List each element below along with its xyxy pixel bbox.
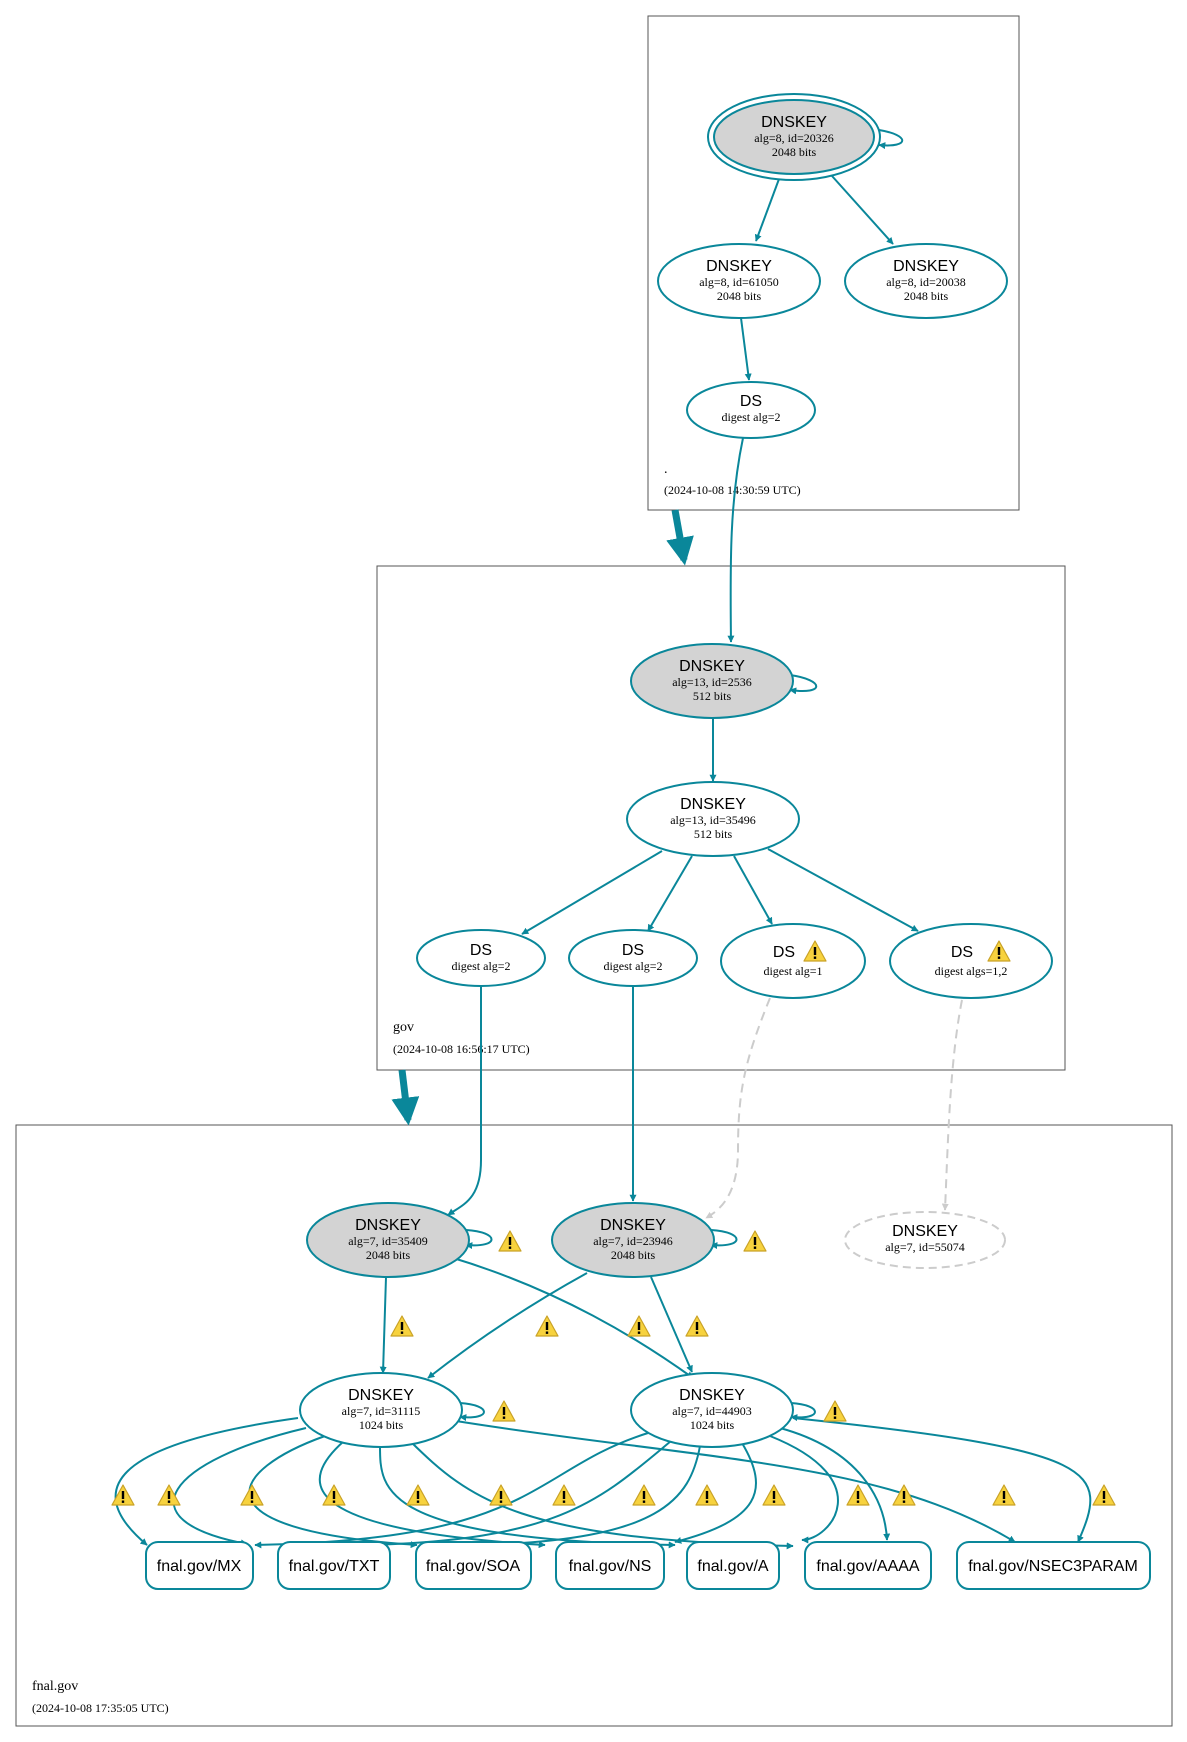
rrset-label: fnal.gov/NSEC3PARAM <box>968 1558 1138 1575</box>
node-detail: 512 bits <box>693 689 732 703</box>
node-gov-zsk[interactable]: DNSKEY alg=13, id=35496 512 bits <box>626 781 800 857</box>
rrset-label: fnal.gov/AAAA <box>816 1558 920 1575</box>
node-detail: 1024 bits <box>359 1418 404 1432</box>
node-detail: 2048 bits <box>772 145 817 159</box>
node-detail: 2048 bits <box>717 289 762 303</box>
rrset-nsec3param[interactable]: fnal.gov/NSEC3PARAM <box>956 1541 1151 1590</box>
zone-root-timestamp: (2024-10-08 14:30:59 UTC) <box>664 483 801 497</box>
node-title: DS <box>470 942 492 959</box>
node-detail: alg=8, id=61050 <box>699 275 779 289</box>
node-title: DNSKEY <box>348 1387 414 1404</box>
node-fnal-ksk-55074[interactable]: DNSKEY alg=7, id=55074 <box>844 1211 1006 1269</box>
rrset-label: fnal.gov/SOA <box>426 1558 521 1575</box>
node-title: DNSKEY <box>355 1217 421 1234</box>
node-root-zsk-20038[interactable]: DNSKEY alg=8, id=20038 2048 bits <box>844 243 1008 319</box>
rrset-mx[interactable]: fnal.gov/MX <box>145 1541 254 1590</box>
delegation-arrow-root-gov <box>666 509 694 566</box>
node-fnal-zsk-44903[interactable]: DNSKEY alg=7, id=44903 1024 bits <box>630 1372 794 1448</box>
node-title: DS <box>622 942 644 959</box>
node-gov-ds-1[interactable]: DS digest alg=2 <box>416 929 546 987</box>
node-detail: alg=7, id=31115 <box>342 1404 421 1418</box>
node-detail: alg=7, id=55074 <box>885 1240 965 1254</box>
zone-gov-name: gov <box>393 1020 414 1035</box>
node-root-zsk-61050[interactable]: DNSKEY alg=8, id=61050 2048 bits <box>657 243 821 319</box>
node-title: DNSKEY <box>706 258 772 275</box>
node-detail: 2048 bits <box>904 289 949 303</box>
node-gov-ds-4[interactable]: DS digest algs=1,2 <box>889 923 1053 999</box>
node-detail: alg=13, id=35496 <box>670 813 756 827</box>
rrset-label: fnal.gov/A <box>697 1558 768 1575</box>
zone-fnal-timestamp: (2024-10-08 17:35:05 UTC) <box>32 1701 169 1715</box>
node-detail: digest alg=2 <box>603 959 662 973</box>
node-gov-ds-2[interactable]: DS digest alg=2 <box>568 929 698 987</box>
node-detail: 2048 bits <box>366 1248 411 1262</box>
rrset-aaaa[interactable]: fnal.gov/AAAA <box>804 1541 932 1590</box>
node-title: DNSKEY <box>892 1223 958 1240</box>
rrset-txt[interactable]: fnal.gov/TXT <box>277 1541 391 1590</box>
node-title: DS <box>773 944 795 961</box>
rrset-label: fnal.gov/MX <box>157 1558 242 1575</box>
node-title: DS <box>740 393 762 410</box>
node-detail: digest alg=1 <box>763 964 822 978</box>
node-detail: alg=7, id=44903 <box>672 1404 752 1418</box>
rrset-ns[interactable]: fnal.gov/NS <box>555 1541 665 1590</box>
node-title: DNSKEY <box>600 1217 666 1234</box>
rrset-soa[interactable]: fnal.gov/SOA <box>415 1541 532 1590</box>
edges-gov <box>447 674 963 1219</box>
node-title: DNSKEY <box>679 1387 745 1404</box>
node-title: DNSKEY <box>761 114 827 131</box>
zone-fnal-name: fnal.gov <box>32 1679 78 1694</box>
edges-root <box>727 129 903 643</box>
node-detail: alg=8, id=20326 <box>754 131 834 145</box>
node-detail: alg=8, id=20038 <box>886 275 966 289</box>
rrset-label: fnal.gov/TXT <box>289 1558 380 1575</box>
node-detail: digest algs=1,2 <box>935 964 1008 978</box>
node-fnal-zsk-31115[interactable]: DNSKEY alg=7, id=31115 1024 bits <box>299 1372 463 1448</box>
node-title: DNSKEY <box>680 796 746 813</box>
zone-root-name: . <box>664 462 668 477</box>
node-fnal-ksk-35409[interactable]: DNSKEY alg=7, id=35409 2048 bits <box>306 1202 470 1278</box>
rrset-a[interactable]: fnal.gov/A <box>686 1541 780 1590</box>
node-title: DNSKEY <box>679 658 745 675</box>
node-fnal-ksk-23946[interactable]: DNSKEY alg=7, id=23946 2048 bits <box>551 1202 715 1278</box>
delegation-arrow-gov-fnal <box>391 1069 420 1126</box>
zone-gov-timestamp: (2024-10-08 16:56:17 UTC) <box>393 1042 530 1056</box>
node-detail: 2048 bits <box>611 1248 656 1262</box>
node-root-ksk[interactable]: DNSKEY alg=8, id=20326 2048 bits <box>707 93 881 181</box>
node-detail: 1024 bits <box>690 1418 735 1432</box>
rrset-label: fnal.gov/NS <box>569 1558 652 1575</box>
node-title: DS <box>951 944 973 961</box>
node-gov-ds-3[interactable]: DS digest alg=1 <box>720 923 866 999</box>
node-root-ds[interactable]: DS digest alg=2 <box>686 381 816 439</box>
node-detail: digest alg=2 <box>451 959 510 973</box>
node-detail: alg=13, id=2536 <box>672 675 752 689</box>
node-gov-ksk[interactable]: DNSKEY alg=13, id=2536 512 bits <box>630 643 794 719</box>
node-detail: digest alg=2 <box>721 410 780 424</box>
node-detail: alg=7, id=23946 <box>593 1234 673 1248</box>
node-detail: 512 bits <box>694 827 733 841</box>
node-detail: alg=7, id=35409 <box>348 1234 428 1248</box>
node-title: DNSKEY <box>893 258 959 275</box>
